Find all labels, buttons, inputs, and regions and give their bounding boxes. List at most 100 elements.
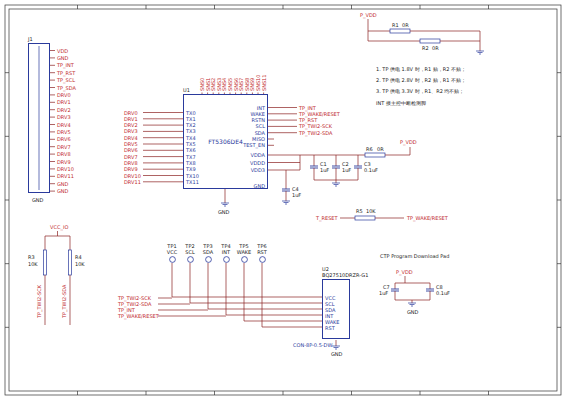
net-label: SNS5 xyxy=(227,77,233,90)
wire xyxy=(50,154,55,155)
part-value: C8 xyxy=(436,284,443,290)
pin-name: SCL xyxy=(256,123,265,129)
wire xyxy=(70,275,71,325)
component-box: J1 xyxy=(28,36,50,193)
capacitor-symbol xyxy=(354,166,362,167)
part-value: C3 xyxy=(364,161,371,167)
frame-tick xyxy=(351,391,352,395)
net-label: GND xyxy=(57,188,68,194)
capacitor-symbol xyxy=(310,166,318,167)
test-point-pad xyxy=(223,256,230,263)
wire xyxy=(50,131,55,132)
test-point-pad xyxy=(187,256,194,263)
test-point-pad xyxy=(187,256,194,263)
part-label: U1 xyxy=(183,87,268,93)
wire xyxy=(286,191,287,198)
test-point: TP3SDA xyxy=(198,243,218,263)
net-label: TP_TWI2-SDA xyxy=(118,301,151,307)
net-label: T_RESET xyxy=(316,215,338,221)
wire xyxy=(336,180,337,183)
frame-tick xyxy=(557,263,561,264)
wire xyxy=(50,161,55,162)
pin-name: TX2 xyxy=(186,122,196,128)
part-value: 3. TP 供电 3.3V 时，R1、R2 均不贴； xyxy=(376,88,464,94)
wire xyxy=(50,109,55,110)
net-label: DRV5 xyxy=(124,141,138,147)
frame-tick xyxy=(146,391,147,395)
wire xyxy=(268,113,297,114)
pin-name: TX10 xyxy=(186,173,199,179)
ground-symbol xyxy=(479,54,481,55)
connector-body xyxy=(39,46,40,190)
resistor-symbol xyxy=(44,250,47,275)
wire xyxy=(158,304,190,305)
part-label: RST xyxy=(252,249,272,255)
pin-name: VDDA xyxy=(251,152,265,158)
pin-name: MISO xyxy=(252,136,265,142)
ground-symbol xyxy=(410,304,415,305)
wire xyxy=(50,87,55,88)
component-box: U2BQ27510DRZR-G1 xyxy=(322,266,368,339)
net-label: DRV2 xyxy=(57,107,71,113)
net-label: TP_RST xyxy=(299,117,317,123)
part-label: WAKE xyxy=(234,249,254,255)
wire xyxy=(340,218,355,219)
part-heading: TP3SDA xyxy=(198,243,218,255)
test-point: TP4INT xyxy=(216,243,236,263)
resistor-symbol xyxy=(390,29,410,33)
ground-symbol xyxy=(284,202,289,203)
test-point-pad xyxy=(241,256,248,263)
wire xyxy=(143,181,183,182)
net-label: TP_TWI2-SCK xyxy=(36,285,42,318)
wire xyxy=(336,168,337,180)
test-point-pad xyxy=(205,256,212,263)
frame-tick xyxy=(77,391,78,395)
wire xyxy=(368,31,390,32)
wire xyxy=(395,283,430,284)
net-label: DRV3 xyxy=(124,128,138,134)
part-value: 0.1uF xyxy=(364,167,378,173)
net-label: DRV4 xyxy=(124,135,138,141)
ground-symbol xyxy=(332,346,340,347)
wire xyxy=(268,120,297,121)
wire xyxy=(143,131,183,132)
wire xyxy=(50,168,55,169)
part-value: C2 xyxy=(342,161,349,167)
wire xyxy=(50,139,55,140)
component-outline xyxy=(322,279,350,339)
wire xyxy=(395,300,430,301)
wire xyxy=(368,41,420,42)
wire xyxy=(143,125,183,126)
wire xyxy=(395,283,396,289)
part-value: GND xyxy=(218,209,229,215)
net-label: DRV7 xyxy=(124,154,138,160)
part-value: R2 xyxy=(422,45,429,51)
net-label: TP_WAKE/RESET xyxy=(118,313,159,319)
part-label: TP4 xyxy=(216,243,236,249)
frame-tick xyxy=(283,5,284,9)
part-value: 0R xyxy=(402,22,409,28)
test-point: TP6RST xyxy=(252,243,272,263)
wire xyxy=(158,316,226,317)
wire xyxy=(430,283,431,289)
net-label: SNS4 xyxy=(221,77,227,90)
part-label: U2 xyxy=(322,266,368,272)
pin-name: TX4 xyxy=(186,135,196,141)
capacitor-symbol xyxy=(426,289,434,290)
ground-symbol xyxy=(221,203,229,204)
part-label: J1 xyxy=(28,36,50,42)
pin-name: WAKE xyxy=(325,319,340,325)
pin-name: TX5 xyxy=(186,141,196,147)
net-label: TP_WAKE/RESET xyxy=(407,215,448,221)
net-label: DRV5 xyxy=(57,129,71,135)
net-label: TP_TWI2-SCK xyxy=(299,123,332,129)
wire-connector xyxy=(226,263,322,315)
part-value: INT 接主控中断检测脚 xyxy=(376,100,426,106)
part-value: R5 xyxy=(356,208,363,214)
part-label: SCL xyxy=(180,249,200,255)
wire xyxy=(50,65,55,66)
frame-tick xyxy=(5,136,9,137)
frame-tick xyxy=(351,5,352,9)
frame-tick xyxy=(5,72,9,73)
pin-name: TX1 xyxy=(186,116,196,122)
